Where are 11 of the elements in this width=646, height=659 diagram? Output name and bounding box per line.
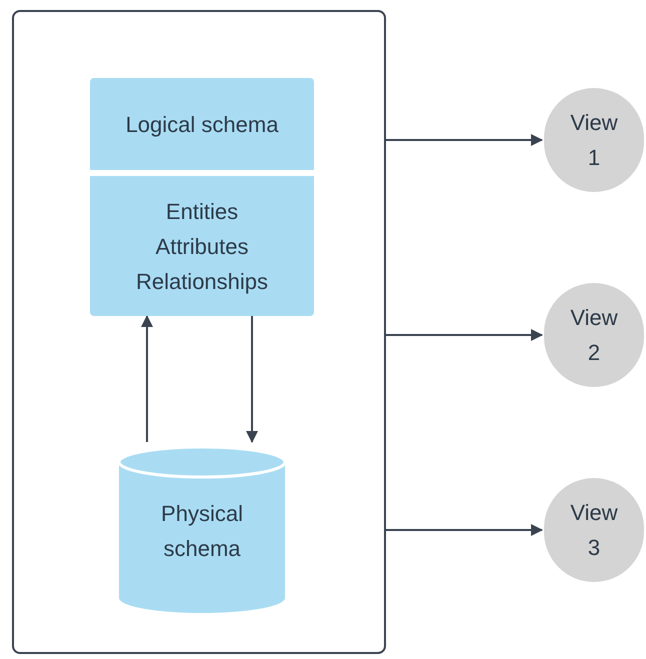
schema-title: Logical schema bbox=[90, 78, 314, 170]
arrow bbox=[386, 524, 543, 536]
arrow bbox=[386, 329, 543, 341]
system-frame bbox=[12, 10, 386, 654]
arrow bbox=[246, 316, 258, 443]
schema-item: Attributes bbox=[156, 232, 248, 260]
arrow bbox=[141, 315, 153, 442]
schema-item: Entities bbox=[166, 198, 238, 226]
arrow bbox=[386, 134, 543, 146]
schema-item: Relationships bbox=[136, 268, 268, 296]
cylinder-label: Physical schema bbox=[160, 500, 244, 563]
